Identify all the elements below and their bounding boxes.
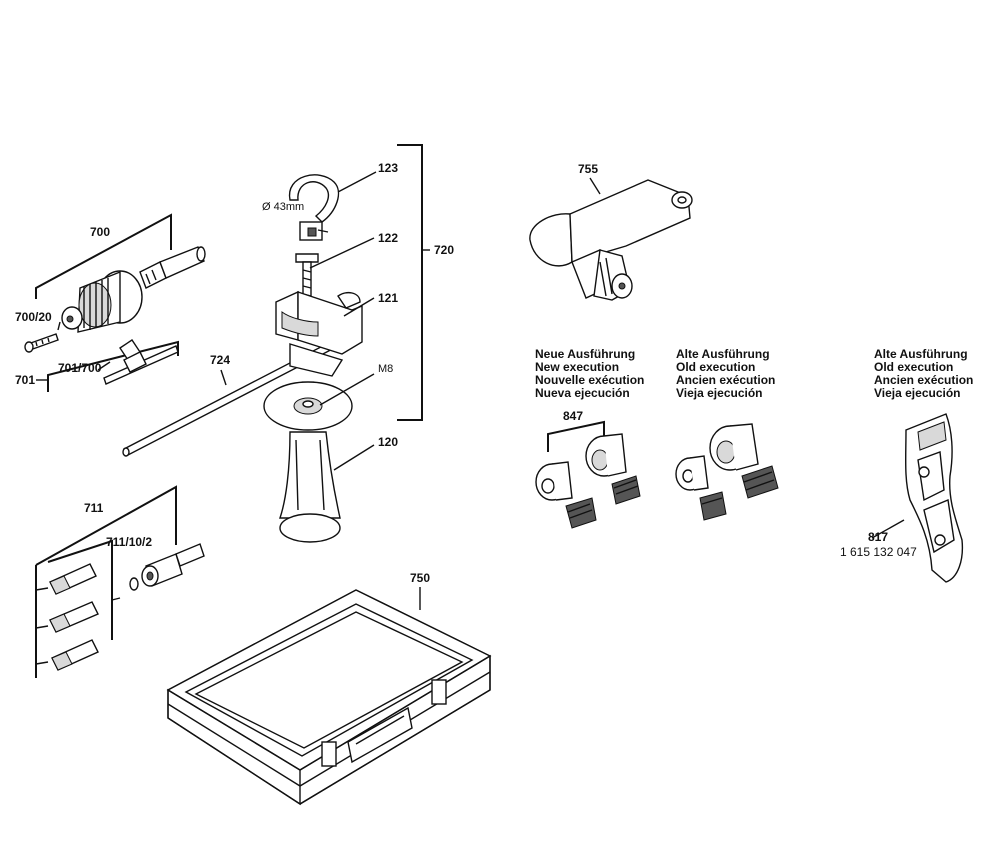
label-847: 847 [563,409,583,423]
bushing-set-new: 847 [535,409,641,529]
svg-text:Vieja ejecución: Vieja ejecución [676,386,763,400]
svg-text:Nouvelle exécution: Nouvelle exécution [535,373,644,387]
svg-text:Neue Ausführung: Neue Ausführung [535,347,635,361]
label-711-10-2: 711/10/2 [106,535,152,549]
case-handle[interactable] [347,706,413,764]
svg-text:Vieja ejecución: Vieja ejecución [874,386,961,400]
svg-text:Alte Ausführung: Alte Ausführung [874,347,968,361]
svg-text:Old execution: Old execution [874,360,953,374]
housing-handle-half: 817 1 615 132 047 [840,413,964,583]
caption-new-execution: Neue Ausführung New execution Nouvelle e… [535,347,644,400]
bracket-701 [47,340,179,392]
label-700-20: 700/20 [15,310,52,324]
svg-text:Old execution: Old execution [676,360,755,374]
chuck-key [103,339,179,385]
svg-text:Alte Ausführung: Alte Ausführung [676,347,770,361]
caption-old-execution-right: Alte Ausführung Old execution Ancien exé… [874,347,973,400]
bracket-700 [35,213,172,299]
label-711: 711 [84,501,104,515]
label-700: 700 [90,225,110,239]
chuck-screw [24,333,59,353]
label-121: 121 [378,291,398,305]
retaining-ring [129,577,139,591]
label-m8: M8 [378,363,393,375]
svg-text:Nueva ejecución: Nueva ejecución [535,386,630,400]
label-755: 755 [578,162,598,176]
svg-text:Ancien exécution: Ancien exécution [676,373,775,387]
angle-drill-attachment: 755 [529,162,693,301]
screwdriver-bit-set: 711 711/10/2 [35,485,205,678]
auxiliary-handle-assembly: Ø 43mm 123 122 121 720 M8 120 [262,144,454,543]
clamp-band [289,174,340,241]
label-720: 720 [434,243,454,257]
case-latch-right [431,679,447,705]
case-latch-left [321,741,337,767]
label-724: 724 [210,353,230,367]
label-701: 701 [15,373,35,387]
handle-holder [275,290,363,377]
label-diameter-43mm: Ø 43mm [262,201,304,213]
label-122: 122 [378,231,398,245]
svg-text:New execution: New execution [535,360,619,374]
label-123: 123 [378,161,398,175]
label-817-part-number: 1 615 132 047 [840,545,917,559]
chuck-adapter-shank [139,246,206,289]
label-817: 817 [868,530,888,544]
label-701-700: 701/700 [58,361,102,375]
svg-text:Ancien exécution: Ancien exécution [874,373,973,387]
bracket-720 [397,144,423,421]
label-120: 120 [378,435,398,449]
chuck-body [61,270,143,333]
carrying-case: 750 [166,571,492,806]
label-750: 750 [410,571,430,585]
side-handle [263,381,353,543]
caption-old-execution-middle: Alte Ausführung Old execution Ancien exé… [676,347,775,400]
bushing-set-old [675,423,779,521]
